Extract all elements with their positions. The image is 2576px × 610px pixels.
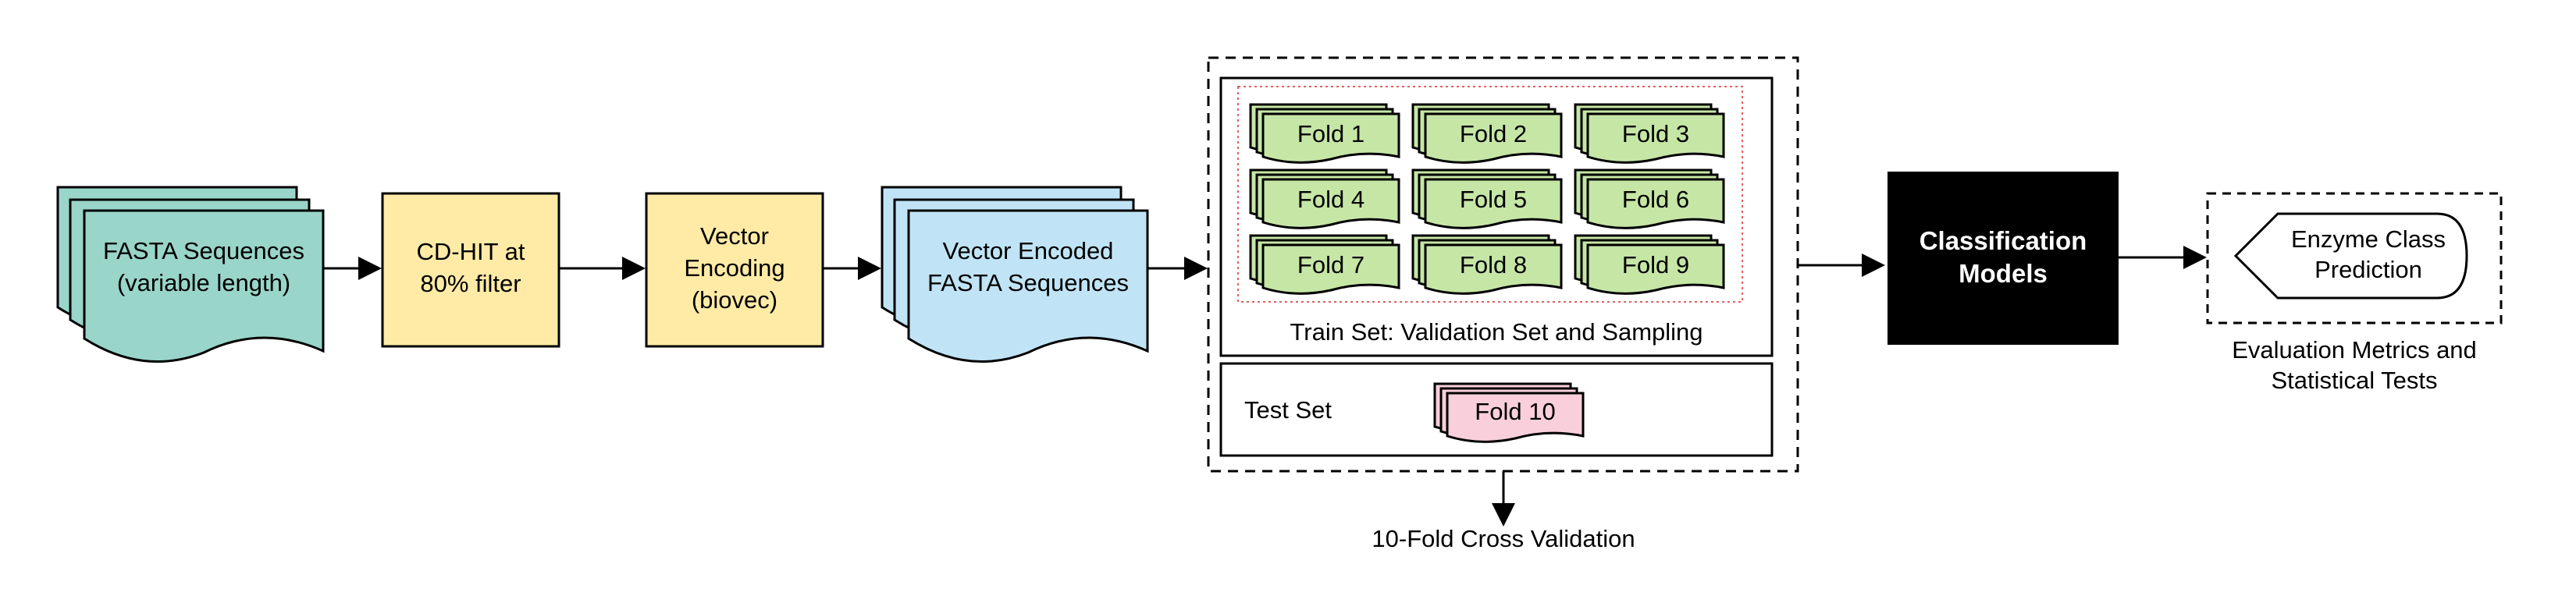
fold-card-layer	[1586, 243, 1725, 295]
fold-card: Fold 7	[1249, 234, 1400, 295]
fold-card: Fold 1	[1249, 103, 1400, 164]
fasta-sequences-node: FASTA Sequences (variable length)	[56, 186, 325, 364]
sampling-dotted-region	[1237, 86, 1743, 303]
cd-hit-node: CD-HIT at 80% filter	[381, 192, 560, 348]
fold-card-layer	[1261, 243, 1400, 295]
fold-label: Fold 9	[1622, 251, 1689, 278]
fold-card-layer	[1261, 178, 1400, 229]
classification-models-box	[1888, 172, 2119, 345]
fold-card: Fold 8	[1411, 234, 1563, 295]
fold-card-layer	[1586, 112, 1725, 164]
fasta-label-line-2: (variable length)	[117, 269, 290, 296]
fold-label: Fold 6	[1622, 186, 1689, 213]
train-set-caption: Train Set: Validation Set and Sampling	[1290, 318, 1703, 346]
fold-card: Fold 9	[1574, 234, 1725, 295]
fold-card: Fold 6	[1574, 168, 1725, 229]
evaluation-label-line-1: Evaluation Metrics and	[2232, 336, 2477, 364]
vector-fasta-label-line-2: FASTA Sequences	[927, 269, 1129, 296]
fold-card: Fold 5	[1411, 168, 1563, 229]
document-shape	[83, 209, 325, 364]
vector-encoding-label-line-1: Vector	[700, 222, 769, 250]
fold-card: Fold 4	[1249, 168, 1400, 229]
cd-hit-label-line-2: 80% filter	[420, 270, 521, 297]
fold-label: Fold 8	[1460, 251, 1527, 278]
fold-10-card-front	[1446, 392, 1585, 443]
vector-encoding-label-line-3: (biovec)	[692, 286, 777, 314]
cross-validation-label: 10-Fold Cross Validation	[1372, 525, 1635, 552]
fold-label: Fold 7	[1297, 251, 1364, 278]
fasta-label-line-1: FASTA Sequences	[103, 237, 304, 264]
cd-hit-label-line-1: CD-HIT at	[417, 238, 525, 265]
fold-label: Fold 1	[1297, 120, 1364, 147]
cd-hit-box	[381, 192, 560, 348]
fold-grid: Fold 1 Fold 2 Fold 3 Fold 4 Fold 5 Fold 6 Fold…	[1249, 103, 1725, 295]
evaluation-label-line-2: Statistical Tests	[2271, 367, 2437, 394]
vector-encoding-box	[645, 192, 824, 348]
vector-encoding-node: Vector Encoding (biovec)	[645, 192, 824, 348]
classification-label-line-2: Models	[1959, 259, 2048, 288]
classification-label-line-1: Classification	[1920, 226, 2087, 255]
fold-card: Fold 3	[1574, 103, 1725, 164]
prediction-label-line-2: Prediction	[2314, 256, 2422, 283]
cross-validation-container: Fold 1 Fold 2 Fold 3 Fold 4 Fold 5 Fold 6 Fold…	[1207, 56, 1799, 473]
fold-10-card: Fold 10	[1433, 382, 1585, 443]
classification-models-node: Classification Models	[1888, 172, 2119, 345]
fold-label: Fold 2	[1460, 120, 1527, 147]
fold-card-layer	[1586, 178, 1725, 229]
vector-encoded-fasta-node: Vector Encoded FASTA Sequences	[881, 186, 1149, 364]
prediction-label-line-1: Enzyme Class	[2291, 225, 2446, 253]
document-shape	[907, 209, 1149, 364]
vector-fasta-label-line-1: Vector Encoded	[943, 237, 1114, 264]
fold-card-layer	[1424, 243, 1563, 295]
fold-card-layer	[1261, 112, 1400, 164]
fold-label: Fold 3	[1622, 120, 1689, 147]
fold-card: Fold 2	[1411, 103, 1563, 164]
prediction-node: Enzyme Class Prediction	[2206, 192, 2503, 325]
test-set-label: Test Set	[1244, 396, 1332, 424]
fold-card-layer	[1424, 178, 1563, 229]
fold-card-layer	[1424, 112, 1563, 164]
prediction-dashed-border	[2206, 192, 2503, 325]
display-shape	[2233, 212, 2468, 300]
fold-label: Fold 5	[1460, 186, 1527, 213]
vector-encoding-label-line-2: Encoding	[684, 254, 785, 282]
fold-10-label: Fold 10	[1475, 398, 1555, 425]
fold-label: Fold 4	[1297, 186, 1364, 213]
